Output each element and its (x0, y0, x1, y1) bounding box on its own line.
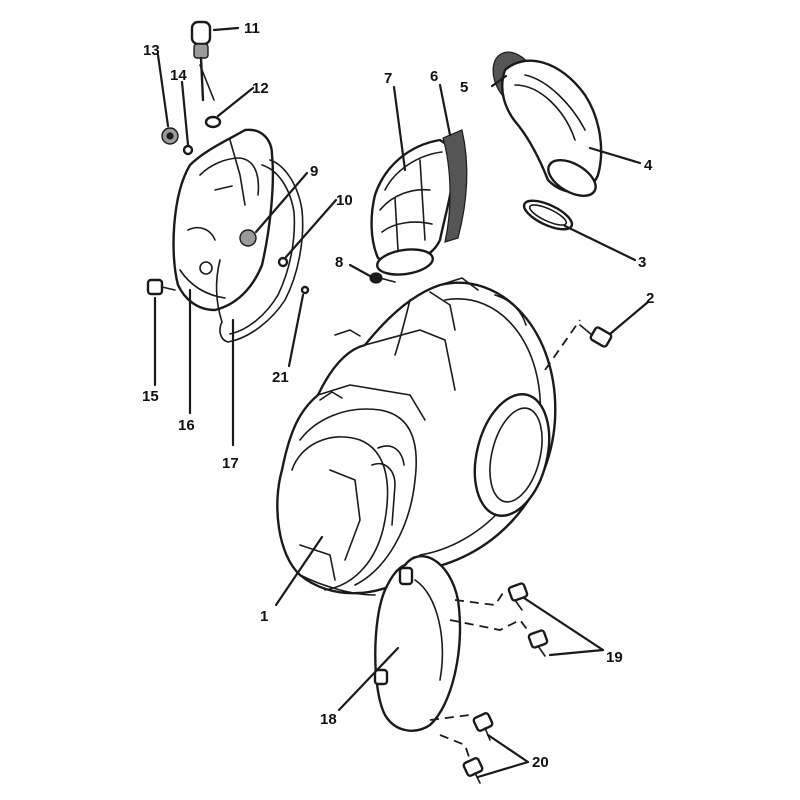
part-8-bolt (369, 272, 396, 284)
callout-15: 15 (142, 388, 159, 405)
callout-20: 20 (532, 754, 549, 771)
part-17-gasket (215, 159, 304, 343)
part-1-crankcase-cover (276, 277, 557, 596)
callout-3: 3 (638, 254, 646, 271)
callout-labels: 11 13 14 12 7 6 5 4 9 10 3 8 2 21 15 16 … (142, 20, 654, 771)
callout-19: 19 (606, 649, 623, 666)
part-6-gasket (442, 129, 468, 243)
part-14-washer (182, 144, 194, 156)
part-21-pin (300, 285, 310, 295)
part-20-bolts (462, 712, 494, 784)
callout-5: 5 (460, 79, 468, 96)
part-10-screw (277, 256, 289, 268)
callout-6: 6 (430, 68, 438, 85)
callout-16: 16 (178, 417, 195, 434)
callout-1: 1 (260, 608, 268, 625)
callout-4: 4 (644, 157, 653, 174)
callout-10: 10 (336, 192, 353, 209)
part-2-bolt (544, 319, 613, 371)
part-3-hose-clamp (522, 199, 574, 231)
part-9-cap (239, 229, 257, 247)
callout-17: 17 (222, 455, 239, 472)
part-12-o-ring (204, 115, 222, 129)
callout-12: 12 (252, 80, 269, 97)
callout-13: 13 (143, 42, 160, 59)
callout-11: 11 (244, 20, 260, 37)
callout-21: 21 (272, 369, 289, 386)
callout-9: 9 (310, 163, 318, 180)
callout-2: 2 (646, 290, 654, 307)
callout-14: 14 (170, 67, 187, 84)
part-15-bolt (146, 278, 176, 296)
part-11-dipstick (190, 20, 215, 102)
assembly-lines (429, 589, 536, 761)
part-4-intake-duct (501, 59, 603, 197)
part-18-cover-plate (373, 554, 462, 732)
part-13-plug (161, 127, 179, 145)
leader-lines (153, 26, 650, 779)
part-16-inner-cover (172, 128, 275, 312)
callout-18: 18 (320, 711, 337, 728)
callout-8: 8 (335, 254, 343, 271)
part-19-bolts (507, 582, 549, 657)
part-7-elbow-duct (370, 138, 457, 276)
callout-7: 7 (384, 70, 392, 87)
